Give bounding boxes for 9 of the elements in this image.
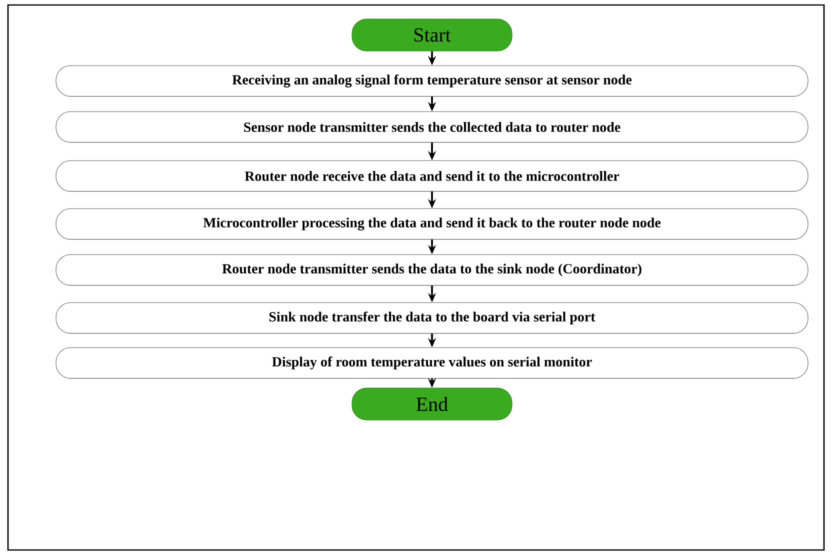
process-box: Microcontroller processing the data and send it back to the router node node: [56, 208, 808, 240]
process-box: Display of room temperature values on serial monitor: [56, 347, 808, 379]
process-box: Receiving an analog signal form temperature sensor at sensor node: [56, 65, 808, 97]
process-box: Sensor node transmitter sends the collected data to router node: [56, 111, 808, 143]
process-box: Router node transmitter sends the data to the sink node (Coordinator): [56, 254, 808, 286]
process-box: Sink node transfer the data to the board via serial port: [56, 302, 808, 334]
terminal-pill: End: [352, 388, 512, 420]
terminal-pill: Start: [352, 18, 512, 52]
process-box: Router node receive the data and send it to the microcontroller: [56, 160, 808, 192]
